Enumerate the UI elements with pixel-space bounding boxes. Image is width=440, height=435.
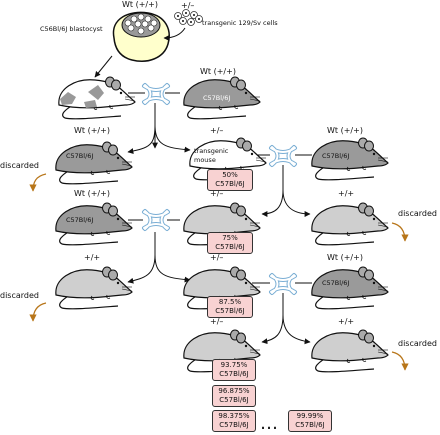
row2-left-label: Wt (+/+): [74, 126, 110, 135]
row4-right-strain: C57Bl/6J: [322, 279, 350, 287]
cross-symbol-2: [269, 145, 297, 167]
wt-homo-mouse-row5-right: [311, 329, 389, 373]
transgenic-cells-label: transgenic 129/Sv cells: [202, 19, 278, 27]
row5-right-label: +/+: [338, 317, 355, 326]
percent-box-4: 93.75%C57Bl/6J: [212, 359, 256, 381]
row3-center-label: +/–: [210, 189, 224, 198]
row1-strain-label: C57Bl/6J: [203, 94, 231, 102]
row3-left-strain: C57Bl/6J: [66, 216, 94, 224]
cross-symbol-1: [142, 83, 170, 105]
transgenic-label-1: transgenic: [194, 147, 229, 155]
row1-wt-label: Wt (+/+): [200, 67, 236, 76]
percent-box-3: 87.5%C57Bl/6J: [207, 296, 253, 318]
blastocyst-label: C56Bl/6J blastocyst: [40, 25, 103, 33]
discarded-label-right-1: discarded: [398, 209, 437, 218]
wt-mouse-row2-left: [55, 141, 133, 185]
percent-box-2: 75%C57Bl/6J: [207, 232, 253, 254]
transgenic-cells: [174, 9, 203, 26]
row3-right-label: +/+: [338, 189, 355, 198]
row5-center-label: +/–: [210, 317, 224, 326]
het-label-top: +/–: [181, 1, 195, 10]
discarded-label-right-2: discarded: [398, 339, 437, 348]
blastocyst: [112, 11, 170, 62]
wt-homo-mouse-row4-left: [55, 266, 133, 310]
row2-left-strain: C57Bl/6J: [66, 152, 94, 160]
row2-right-strain: C57Bl/6J: [322, 152, 350, 160]
wt-label-top: Wt (+/+): [122, 0, 158, 9]
cross-symbol-3: [142, 209, 170, 231]
chimera-patches: [60, 85, 104, 108]
wt-mouse-row4-right: [311, 266, 389, 310]
ellipsis: …: [260, 413, 279, 434]
row3-left-label: Wt (+/+): [74, 189, 110, 198]
transgenic-label-2: mouse: [194, 156, 216, 164]
discarded-label-left-1: discarded: [0, 161, 39, 170]
row2-center-label: +/–: [210, 126, 224, 135]
percent-box-7: 99.99%C57Bl/6J: [288, 410, 332, 432]
percent-box-6: 98.375%C57Bl/6J: [212, 410, 256, 432]
discarded-label-left-2: discarded: [0, 291, 39, 300]
row2-right-label: Wt (+/+): [327, 126, 363, 135]
percent-box-1: 50%C57Bl/6J: [207, 169, 253, 191]
cross-symbol-4: [269, 273, 297, 295]
row4-center-label: +/–: [210, 253, 224, 262]
row4-right-label: Wt (+/+): [327, 253, 363, 262]
wt-homo-mouse-row3-right: [311, 202, 389, 246]
percent-box-5: 96.875%C57Bl/6J: [212, 385, 256, 407]
row4-left-label: +/+: [84, 253, 101, 262]
